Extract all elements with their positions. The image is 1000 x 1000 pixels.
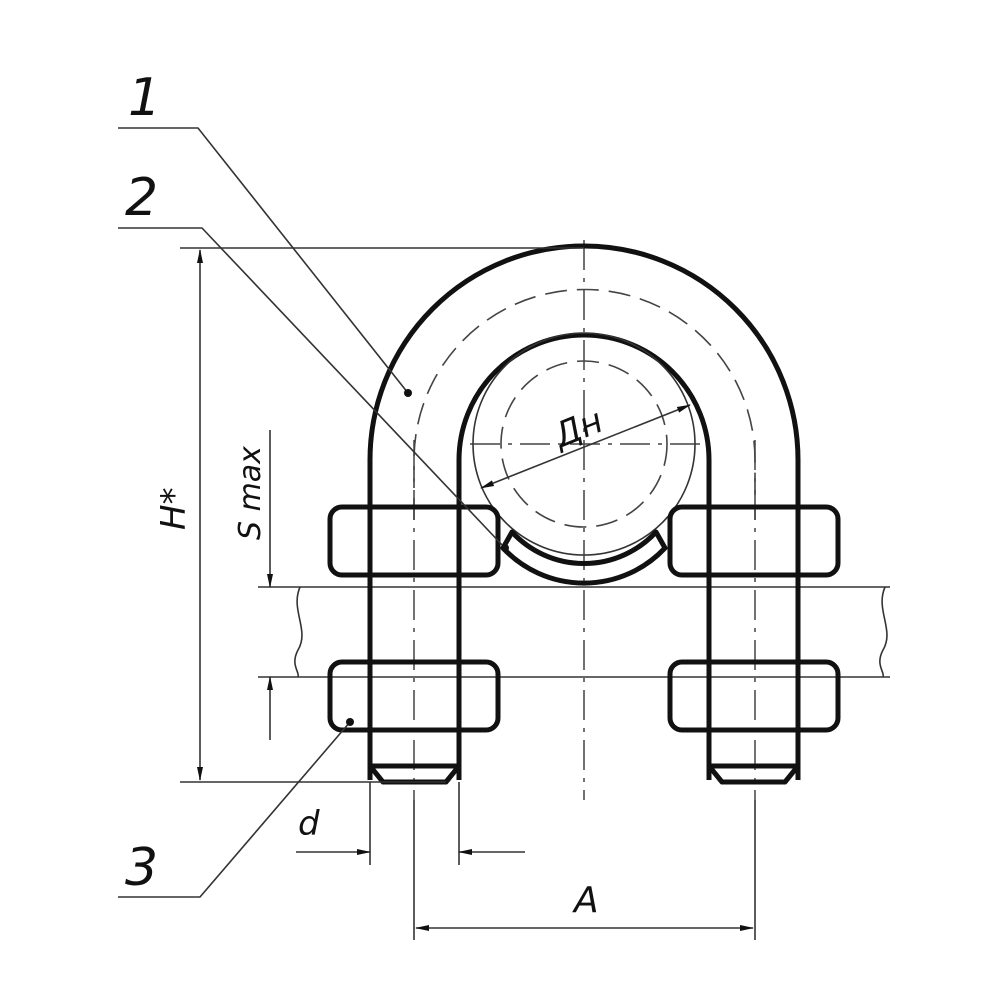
thickness-label: S max [233,446,268,540]
support-plate [258,586,890,678]
callout-2: 2 [125,168,158,228]
leader-1 [118,127,412,397]
saddle-part-2 [500,529,668,586]
right-bolt-end [706,730,801,785]
leader-3 [118,718,354,898]
lower-left-nut-part-3 [327,659,501,733]
thread-diameter-label: d [298,804,320,844]
height-label: H* [154,487,194,530]
callout-1: 1 [128,68,161,128]
upper-right-nut [667,504,841,578]
callout-3: 3 [125,838,158,898]
bolt-spacing-label: A [572,880,599,921]
u-bolt-part-1 [367,243,801,780]
leader-2 [118,227,509,552]
lower-right-nut [667,659,841,733]
pipe-diameter-label: Дн [547,401,609,457]
pipe-diameter-dimension-line [480,404,691,489]
